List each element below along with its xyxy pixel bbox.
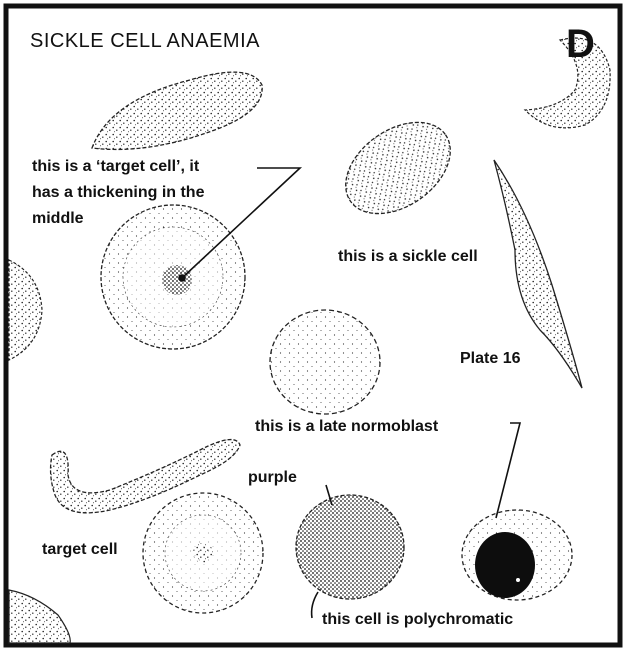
sickle-cell-label: this is a sickle cell <box>338 245 478 268</box>
elongated-cell <box>92 72 262 149</box>
target-cell-large <box>101 205 245 349</box>
target-cell-small <box>143 493 263 613</box>
purple-label: purple <box>248 466 297 489</box>
polychromatic-label: this cell is polychromatic <box>322 608 513 631</box>
target-cell-label-line3: middle <box>32 207 84 230</box>
plate-title: SICKLE CELL ANAEMIA <box>30 30 260 53</box>
target-cell-label-line2: has a thickening in the <box>32 181 204 204</box>
target-cell-label-line1: this is a ‘target cell’, it <box>32 155 199 178</box>
late-normoblast-label: this is a late normoblast <box>255 415 438 438</box>
polychromatic-cell <box>296 495 404 599</box>
plate-letter: D <box>566 22 595 67</box>
round-cell <box>270 310 380 414</box>
normoblast-nucleus <box>475 532 535 598</box>
partial-cell-left <box>9 260 42 360</box>
oval-cell <box>329 104 468 233</box>
late-normoblast-cell <box>462 510 572 600</box>
polychromatic-leader <box>312 592 318 618</box>
target-cell-small-label: target cell <box>42 538 118 561</box>
partial-cell-bottom-left <box>9 590 70 643</box>
plate-number: Plate 16 <box>460 347 520 370</box>
normoblast-leader <box>496 423 520 518</box>
